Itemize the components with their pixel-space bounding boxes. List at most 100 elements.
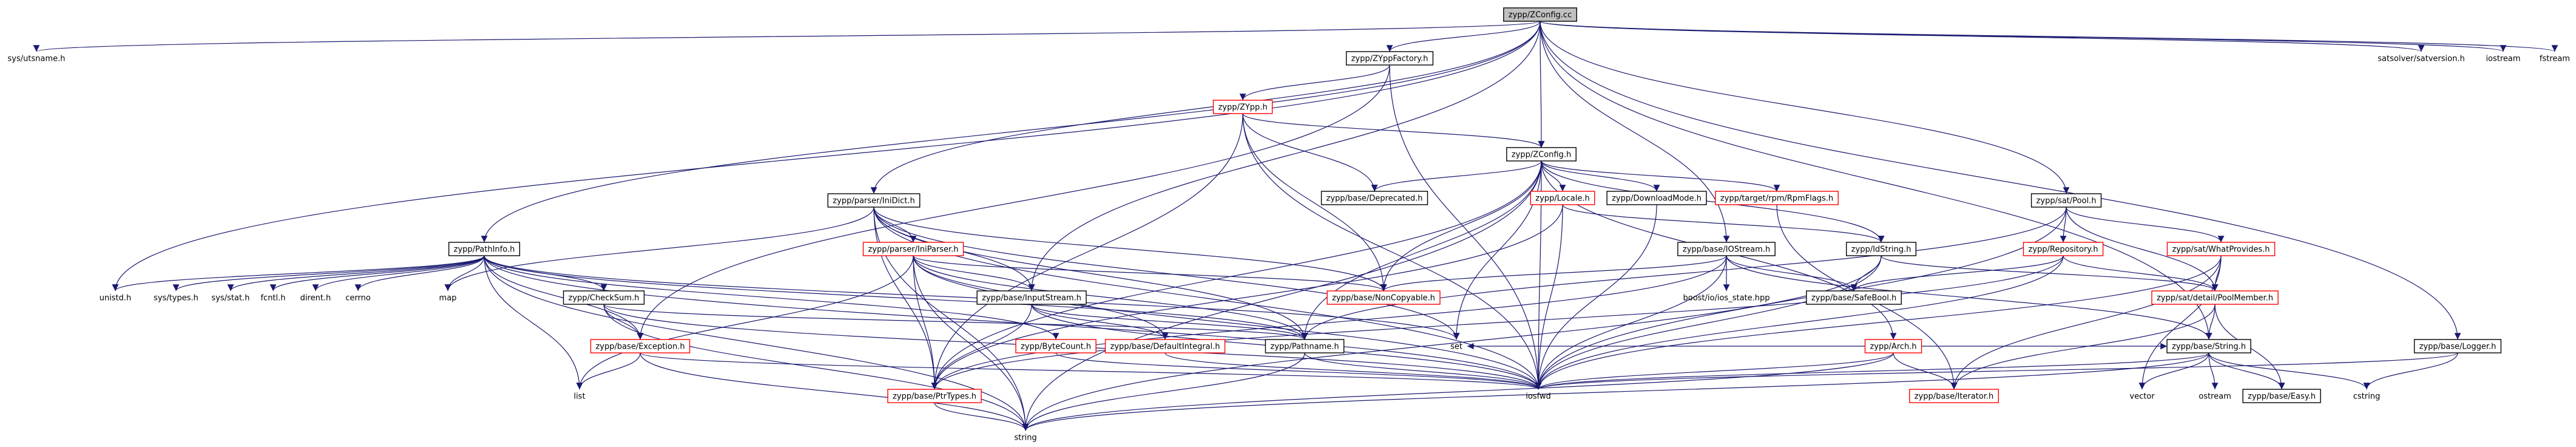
node-Easy[interactable]: zypp/base/Easy.h (2242, 389, 2321, 403)
node-Pathname[interactable]: zypp/Pathname.h (1265, 339, 1345, 353)
node-label: sys/stat.h (212, 294, 250, 303)
edge-ZYpp-to-Deprecated (1242, 113, 1378, 192)
edge-ZConfig-to-Locale (1541, 160, 1566, 192)
edge-String-to-iosfwd (1535, 352, 2209, 390)
edge-PathInfo-to-dirent (312, 255, 485, 292)
node-Locale[interactable]: zypp/Locale.h (1530, 191, 1595, 205)
edge-ZConfig-to-NonCopyable (1380, 160, 1542, 292)
node-label: zypp/base/Iterator.h (1915, 392, 1994, 401)
node-SafeBool[interactable]: zypp/base/SafeBool.h (1806, 290, 1902, 305)
node-DefaultIntegral[interactable]: zypp/base/DefaultIntegral.h (1104, 339, 1226, 353)
node-PoolMember[interactable]: zypp/sat/detail/PoolMember.h (2151, 290, 2279, 305)
node-label: zypp/base/Exception.h (595, 343, 685, 352)
node-box (1864, 339, 1922, 353)
node-box (1845, 242, 1917, 256)
edge-PathInfo-to-set (484, 255, 1460, 340)
node-IdString[interactable]: zypp/IdString.h (1845, 242, 1917, 256)
node-label: zypp/parser/IniDict.h (833, 197, 914, 206)
node-InputStream[interactable]: zypp/base/InputStream.h (976, 290, 1087, 305)
node-IOStream[interactable]: zypp/base/IOStream.h (1677, 242, 1776, 256)
node-box (1104, 339, 1226, 353)
node-label: string (1014, 434, 1036, 443)
node-PtrTypes[interactable]: zypp/base/PtrTypes.h (887, 389, 982, 403)
node-label: fcntl.h (260, 294, 285, 303)
node-Logger[interactable]: zypp/base/Logger.h (2413, 339, 2502, 353)
edge-ZYpp-to-ZConfig (1242, 113, 1545, 148)
node-IniDict[interactable]: zypp/parser/IniDict.h (827, 193, 921, 208)
node-String[interactable]: zypp/base/String.h (2166, 339, 2251, 353)
node-label: zypp/IdString.h (1851, 245, 1912, 254)
edge-root-to-satversion (1540, 21, 2424, 52)
edge-SatPool-to-Pathname (1301, 206, 2067, 340)
node-IniParser[interactable]: zypp/parser/IniParser.h (862, 242, 964, 256)
edge-WhatProvides-to-Iterator (1950, 255, 2222, 390)
edge-ZYpp-to-iosfwd (1242, 113, 1542, 390)
node-label: ostream (2199, 392, 2231, 401)
node-root[interactable]: zypp/ZConfig.cc (1503, 7, 1577, 22)
node-box (1345, 51, 1434, 66)
edge-Repository-to-PoolMember (2063, 255, 2219, 292)
node-box (887, 389, 982, 403)
node-CheckSum[interactable]: zypp/CheckSum.h (563, 290, 645, 305)
edge-Repository-to-iosfwd (1535, 255, 2064, 390)
node-label: zypp/base/DefaultIntegral.h (1111, 343, 1220, 352)
edge-PathInfo-to-systypes (172, 255, 485, 292)
edge-PathInfo-to-cerrno (354, 255, 485, 292)
node-DownloadMode[interactable]: zypp/DownloadMode.h (1606, 191, 1707, 205)
node-box (1806, 290, 1902, 305)
node-Arch[interactable]: zypp/Arch.h (1864, 339, 1922, 353)
node-label: zypp/PathInfo.h (454, 245, 515, 254)
edge-IOStream-to-String (1726, 255, 2213, 340)
node-label: fstream (2540, 55, 2570, 64)
edge-IniParser-to-string (913, 255, 1029, 431)
edge-IOStream-to-iosfwd (1535, 255, 1727, 390)
edge-IniDict-to-IniParser (873, 206, 917, 243)
node-ZYppFactory[interactable]: zypp/ZYppFactory.h (1345, 51, 1434, 66)
node-utsname: sys/utsname.h (8, 55, 66, 64)
node-cstring: cstring (2353, 392, 2380, 401)
edge-Exception-to-list (576, 352, 641, 390)
node-label: zypp/ByteCount.h (1021, 343, 1091, 352)
node-systypes: sys/types.h (154, 294, 198, 303)
node-Iterator[interactable]: zypp/base/Iterator.h (1909, 389, 1999, 403)
node-string: string (1014, 434, 1036, 443)
node-RpmFlags[interactable]: zypp/target/rpm/RpmFlags.h (1715, 191, 1839, 205)
edge-PathInfo-to-fcntl (269, 255, 485, 292)
edge-ZYppFactory-to-iosfwd (1389, 64, 1542, 390)
edge-PoolMember-to-Iterator (1950, 304, 2216, 390)
node-PathInfo[interactable]: zypp/PathInfo.h (448, 242, 521, 256)
node-satversion: satsolver/satversion.h (2378, 55, 2464, 64)
edge-ZConfig-to-PtrTypes (931, 160, 1542, 390)
node-WhatProvides[interactable]: zypp/sat/WhatProvides.h (2166, 242, 2276, 256)
edge-PathInfo-to-Pathname (484, 255, 1308, 340)
node-NonCopyable[interactable]: zypp/base/NonCopyable.h (1327, 290, 1441, 305)
edge-PathInfo-to-unistd (112, 255, 485, 292)
node-ZConfig[interactable]: zypp/ZConfig.h (1506, 147, 1577, 162)
node-SatPool[interactable]: zypp/sat/Pool.h (2030, 193, 2102, 208)
edge-String-to-cstring (2208, 352, 2370, 390)
edge-root-to-utsname (33, 21, 1541, 52)
node-Exception[interactable]: zypp/base/Exception.h (590, 339, 691, 353)
node-box (827, 193, 921, 208)
edge-root-to-ZConfig (1538, 21, 1545, 148)
node-ZYpp[interactable]: zypp/ZYpp.h (1212, 100, 1273, 114)
node-label: zypp/ZConfig.cc (1509, 11, 1572, 20)
node-label: zypp/DownloadMode.h (1612, 194, 1702, 203)
node-label: zypp/sat/detail/PoolMember.h (2157, 294, 2273, 303)
edge-IniParser-to-list (576, 255, 914, 390)
node-box (1909, 389, 1999, 403)
edge-root-to-IOStream (1540, 21, 1730, 243)
node-Repository[interactable]: zypp/Repository.h (2023, 242, 2104, 256)
node-Deprecated[interactable]: zypp/base/Deprecated.h (1320, 191, 1428, 205)
node-box (2166, 339, 2251, 353)
node-list: list (573, 392, 585, 401)
node-ByteCount[interactable]: zypp/ByteCount.h (1015, 339, 1097, 353)
edge-DownloadMode-to-iosfwd (1535, 204, 1657, 390)
node-fcntl: fcntl.h (260, 294, 285, 303)
edge-Repository-to-PtrTypes (931, 255, 2064, 390)
edge-IniParser-to-InputStream (913, 255, 1035, 292)
node-iostream: iostream (2486, 55, 2520, 64)
node-cerrno: cerrno (345, 294, 371, 303)
node-unistd: unistd.h (100, 294, 132, 303)
edge-Pathname-to-string (1022, 352, 1305, 431)
